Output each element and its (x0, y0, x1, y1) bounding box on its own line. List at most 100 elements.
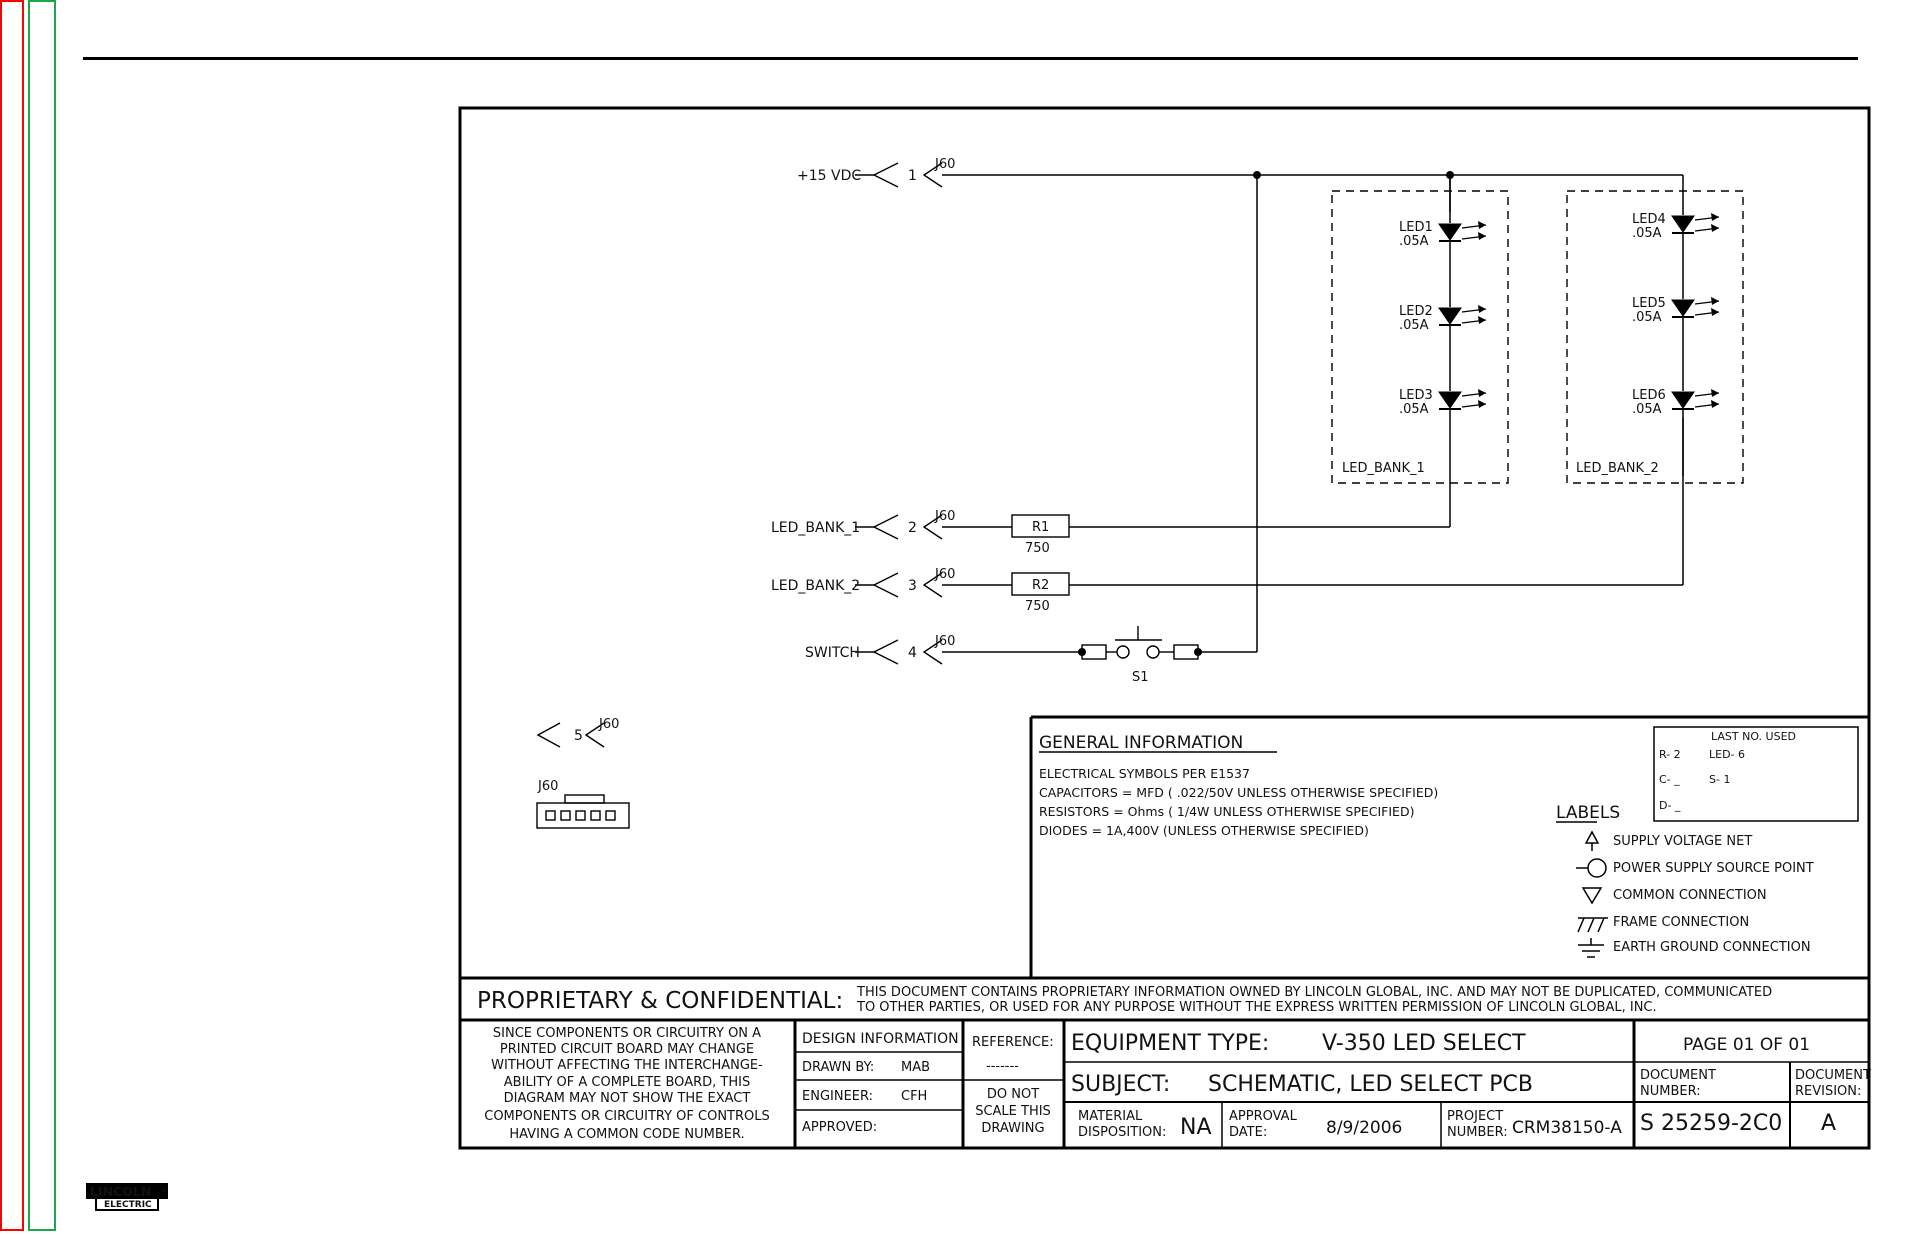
legend-power-supply: POWER SUPPLY SOURCE POINT (1613, 861, 1814, 876)
doc-number-value: S 25259-2C0 (1640, 1111, 1782, 1136)
last-no-used-c: C- _ (1659, 773, 1680, 786)
led-3-symbol (1438, 389, 1487, 410)
last-no-used-led: LED- 6 (1709, 748, 1745, 761)
proprietary-title: PROPRIETARY & CONFIDENTIAL: (477, 988, 843, 1014)
connector-j60-pin-4 (855, 639, 943, 665)
led-layer: LED1.05ALED2.05ALED3.05ALED4.05ALED5.05A… (1399, 175, 1720, 476)
pin2-number: 2 (908, 520, 917, 536)
doc-number-label-2: NUMBER: (1640, 1084, 1701, 1099)
led-2-current: .05A (1399, 318, 1429, 333)
led-6-symbol (1671, 389, 1720, 410)
frame-connection-icon (1577, 917, 1608, 933)
approval-date-label-2: DATE: (1229, 1125, 1267, 1140)
equipment-type-label: EQUIPMENT TYPE: (1071, 1031, 1269, 1056)
notice-line-4: ABILITY OF A COMPLETE BOARD, THIS (504, 1075, 750, 1090)
last-no-used-heading: LAST NO. USED (1711, 730, 1796, 743)
reference-label: REFERENCE: (972, 1035, 1054, 1050)
pin4-number: 4 (908, 645, 917, 661)
last-no-used-box (1653, 726, 1859, 822)
legend-earth-ground: EARTH GROUND CONNECTION (1613, 940, 1811, 955)
last-no-used-r: R- 2 (1659, 748, 1681, 761)
junction-dots (1078, 171, 1454, 656)
led-4-symbol (1671, 213, 1720, 234)
led-4-ref: LED4 (1632, 212, 1666, 227)
doc-revision-label-2: REVISION: (1795, 1084, 1861, 1099)
led-5-symbol (1671, 297, 1720, 318)
earth-ground-icon (1578, 938, 1604, 958)
notice-line-6: COMPONENTS OR CIRCUITRY OF CONTROLS (484, 1109, 770, 1124)
pin4-connector-label: J60 (934, 634, 955, 649)
do-not-scale-line-2: SCALE THIS (975, 1104, 1051, 1119)
approval-date-label-1: APPROVAL (1229, 1109, 1298, 1124)
pin1-net-label: +15 VDC (797, 168, 861, 184)
switch-s1-ref: S1 (1132, 670, 1149, 685)
notice-line-5: DIAGRAM MAY NOT SHOW THE EXACT (504, 1091, 751, 1106)
led-1-symbol (1438, 221, 1487, 242)
legend-supply-voltage: SUPPLY VOLTAGE NET (1613, 834, 1752, 849)
approval-date-value: 8/9/2006 (1326, 1118, 1402, 1138)
do-not-scale-line-3: DRAWING (981, 1121, 1044, 1136)
general-info-block (1029, 715, 1869, 978)
led-bank-1-label: LED_BANK_1 (1342, 461, 1425, 476)
led-bank-2-label: LED_BANK_2 (1576, 461, 1659, 476)
connector-j60-pin-5 (536, 722, 605, 748)
notice-line-1: SINCE COMPONENTS OR CIRCUITRY ON A (493, 1026, 761, 1041)
general-info-line-2: CAPACITORS = MFD ( .022/50V UNLESS OTHER… (1039, 785, 1438, 800)
equipment-type-value: V-350 LED SELECT (1322, 1031, 1526, 1056)
do-not-scale-line-1: DO NOT (987, 1087, 1039, 1102)
material-label-2: DISPOSITION: (1078, 1125, 1166, 1140)
logo-line-2: ELECTRIC (104, 1200, 152, 1210)
led-6-current: .05A (1632, 402, 1662, 417)
legend-frame-connection: FRAME CONNECTION (1613, 915, 1749, 930)
doc-number-label-1: DOCUMENT (1640, 1068, 1716, 1083)
logo-registered-mark: ® (161, 1186, 168, 1194)
drawn-by-label: DRAWN BY: (802, 1060, 874, 1075)
led-1-ref: LED1 (1399, 220, 1433, 235)
pin5-number: 5 (574, 728, 583, 744)
led-bank-2-outline (1566, 190, 1744, 484)
page-number: PAGE 01 OF 01 (1683, 1035, 1810, 1055)
led-5-ref: LED5 (1632, 296, 1666, 311)
reference-value: ------- (986, 1059, 1019, 1074)
notice-line-2: PRINTED CIRCUIT BOARD MAY CHANGE (500, 1042, 754, 1057)
pin3-net-label: LED_BANK_2 (771, 578, 860, 594)
resistor-r1-value: 750 (1025, 541, 1050, 556)
last-no-used-s: S- 1 (1709, 773, 1730, 786)
last-no-used-d: D- _ (1659, 799, 1681, 812)
led-3-ref: LED3 (1399, 388, 1433, 403)
pin1-connector-label: J60 (934, 157, 955, 172)
notice-line-7: HAVING A COMMON CODE NUMBER. (509, 1127, 744, 1142)
lincoln-electric-logo: LINCOLN ELECTRIC ® (86, 1183, 168, 1211)
pin5-connector-label: J60 (598, 717, 619, 732)
pin2-connector-label: J60 (934, 509, 955, 524)
footprint-label: J60 (537, 779, 558, 794)
approved-label: APPROVED: (802, 1120, 877, 1135)
connector-j60-pin-3 (855, 572, 943, 598)
general-info-line-1: ELECTRICAL SYMBOLS PER E1537 (1039, 766, 1250, 781)
doc-revision-value: A (1821, 1111, 1836, 1136)
project-number-value: CRM38150-A (1512, 1118, 1622, 1138)
title-block-lines (460, 976, 1869, 1148)
pin1-number: 1 (908, 168, 917, 184)
power-supply-source-point-icon (1576, 858, 1607, 878)
switch-s1 (1081, 626, 1199, 660)
led-2-ref: LED2 (1399, 304, 1433, 319)
header-rule (83, 57, 1858, 60)
doc-revision-label-1: DOCUMENT (1795, 1068, 1871, 1083)
common-connection-icon (1581, 887, 1603, 905)
project-label-2: NUMBER: (1447, 1125, 1508, 1140)
project-label-1: PROJECT (1447, 1109, 1503, 1124)
legend-common-connection: COMMON CONNECTION (1613, 888, 1767, 903)
engineer-label: ENGINEER: (802, 1089, 873, 1104)
labels-heading: LABELS (1556, 803, 1620, 823)
connector-j60-pin-2 (855, 514, 943, 540)
engineer-value: CFH (901, 1089, 927, 1104)
design-information-label: DESIGN INFORMATION (802, 1031, 959, 1047)
general-info-line-4: DIODES = 1A,400V (UNLESS OTHERWISE SPECI… (1039, 823, 1369, 838)
pin2-net-label: LED_BANK_1 (771, 520, 860, 536)
general-info-line-3: RESISTORS = Ohms ( 1/4W UNLESS OTHERWISE… (1039, 804, 1414, 819)
sheet-frame (458, 106, 1871, 1150)
subject-value: SCHEMATIC, LED SELECT PCB (1208, 1072, 1533, 1097)
pin3-number: 3 (908, 578, 917, 594)
